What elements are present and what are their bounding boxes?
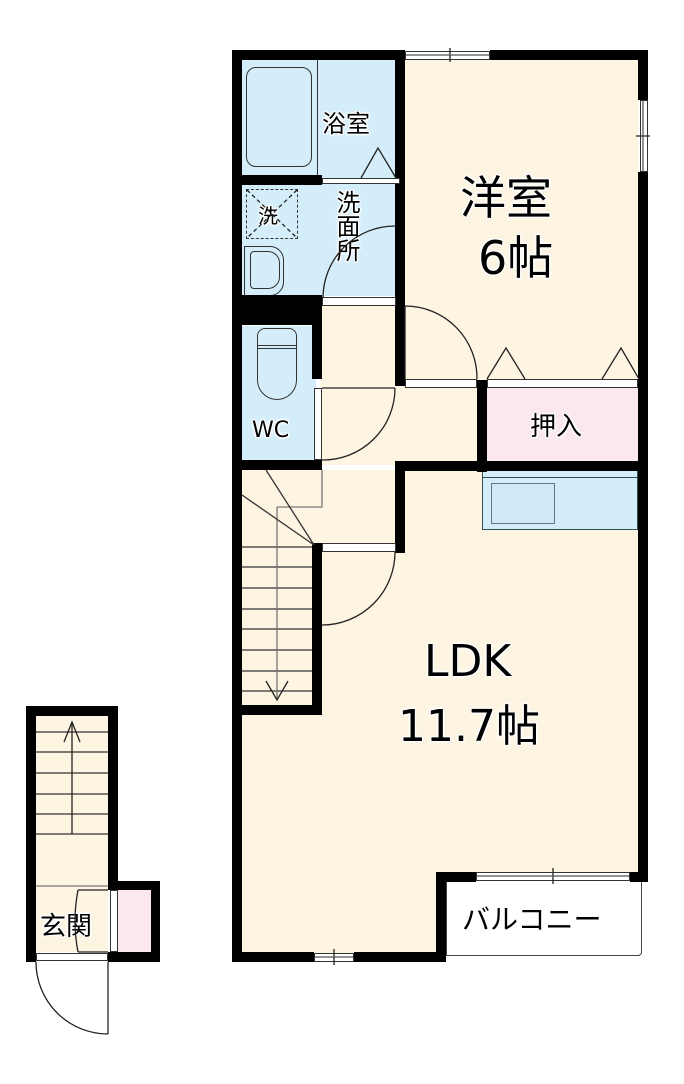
wall xyxy=(232,175,322,185)
wall xyxy=(232,705,322,715)
entrance-door-sill xyxy=(36,953,108,961)
wall xyxy=(232,50,242,962)
wall xyxy=(108,706,118,882)
entrance-label: 玄関 xyxy=(40,912,93,942)
toilet-fixture xyxy=(257,328,297,400)
wall xyxy=(232,952,314,962)
wall xyxy=(108,881,160,890)
wash-basin-inner xyxy=(250,251,280,289)
toilet-label: WC xyxy=(252,418,290,443)
shoe-cabinet-sill xyxy=(110,890,118,952)
wall xyxy=(108,952,160,962)
wall xyxy=(26,706,118,716)
wall xyxy=(232,460,322,470)
wall xyxy=(232,295,322,325)
bathtub xyxy=(246,67,312,167)
toilet-tank-line xyxy=(258,345,296,349)
washer-space xyxy=(246,189,298,239)
shoe-cabinet-area xyxy=(118,890,151,952)
wall xyxy=(26,706,36,962)
wall xyxy=(151,881,160,962)
